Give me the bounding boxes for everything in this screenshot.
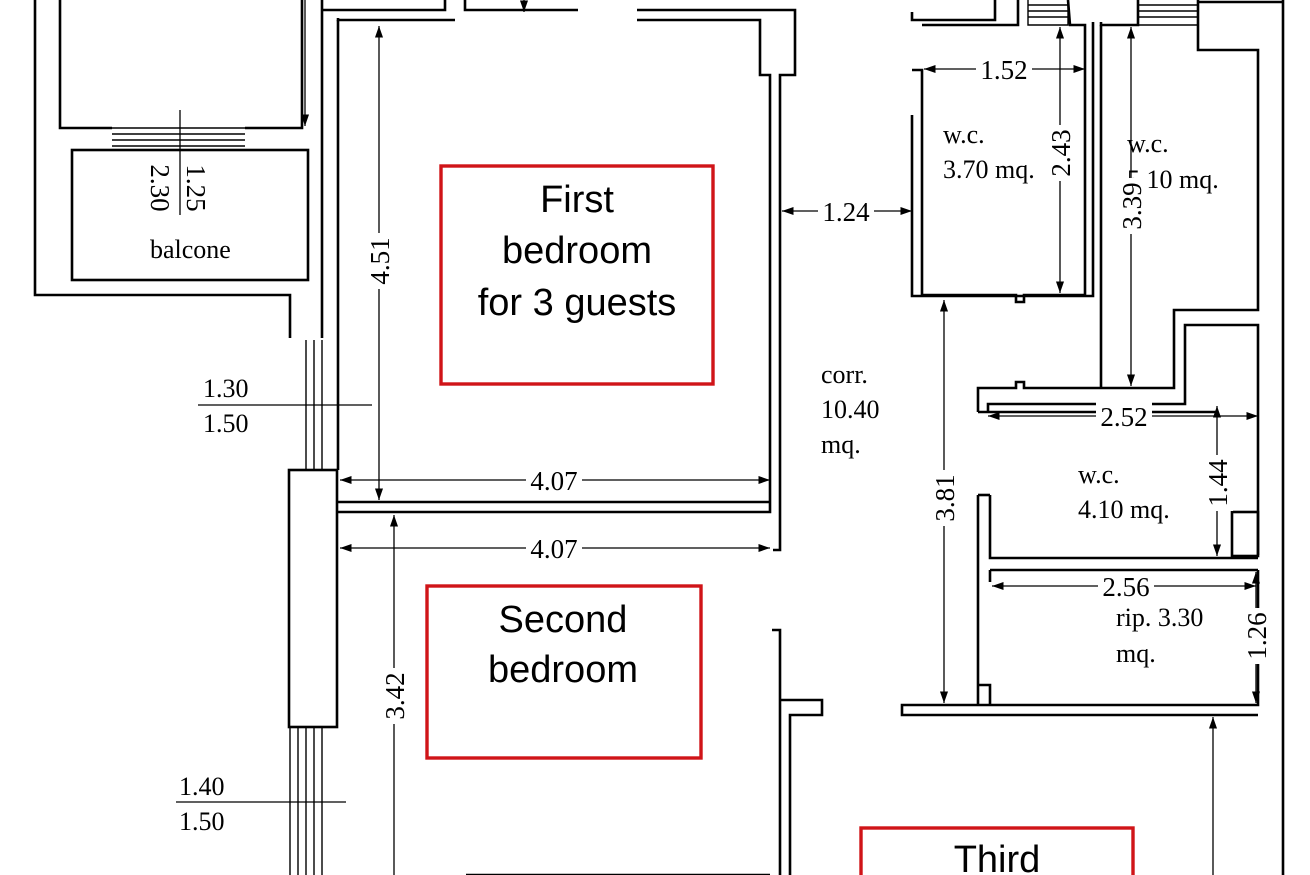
wc3-label-1: w.c. <box>1078 460 1120 489</box>
first-bedroom-line-1: First <box>540 179 614 221</box>
dim-1-26: 1.26 <box>1242 612 1272 659</box>
dim-2-43: 2.43 <box>1046 129 1076 176</box>
corridor-label-2: 10.40 <box>821 395 880 424</box>
dim-2-30-group: 2.30 <box>145 164 175 211</box>
dim-1-44-group: 1.44 <box>1203 455 1233 511</box>
dim-3-81-group: 3.81 <box>930 470 960 526</box>
second-bedroom-line-2: bedroom <box>488 649 638 691</box>
dim-1-24-group: 1.24 <box>818 197 874 227</box>
balcony-label: balcone <box>150 235 231 264</box>
dim-3-42: 3.42 <box>380 672 410 719</box>
first-bedroom-line-3: for 3 guests <box>478 282 677 324</box>
dim-4-07-b: 4.07 <box>530 534 577 564</box>
corridor-label-1: corr. <box>821 360 868 389</box>
corridor-label-3: mq. <box>821 430 861 459</box>
dim-2-30: 2.30 <box>145 164 175 211</box>
window2-height: 1.50 <box>179 807 225 836</box>
dim-3-39-group: 3.39 <box>1117 178 1147 234</box>
dim-3-42-group: 3.42 <box>380 668 410 724</box>
dim-2-52-group: 2.52 <box>1096 402 1152 432</box>
storage-label-2: mq. <box>1116 639 1156 668</box>
second-bedroom-line-1: Second <box>499 599 628 641</box>
dim-2-52: 2.52 <box>1100 402 1147 432</box>
dim-4-07-b-group: 4.07 <box>526 534 582 564</box>
third-bedroom-line-1: Third <box>954 839 1041 875</box>
dim-1-26-group: 1.26 <box>1242 608 1272 664</box>
window1-height: 1.50 <box>203 409 249 438</box>
dim-1-25: 1.25 <box>181 164 211 211</box>
wc3-label-2: 4.10 mq. <box>1078 495 1170 524</box>
window1-width: 1.30 <box>203 374 249 403</box>
dim-3-39: 3.39 <box>1117 182 1147 229</box>
wc1-label-2: 3.70 mq. <box>943 155 1035 184</box>
dim-2-56: 2.56 <box>1102 572 1149 602</box>
dim-4-07-a: 4.07 <box>530 466 577 496</box>
wc2-label-1: w.c. <box>1127 129 1169 158</box>
first-bedroom-line-2: bedroom <box>502 230 652 272</box>
first-bedroom-box <box>439 164 715 386</box>
dim-1-52-group: 1.52 <box>976 55 1032 85</box>
storage-label-1: rip. 3.30 <box>1116 603 1203 632</box>
balcony-outline <box>70 148 310 282</box>
dim-4-51: 4.51 <box>365 237 395 284</box>
dim-4-07-a-group: 4.07 <box>526 466 582 496</box>
dim-2-56-group: 2.56 <box>1098 572 1154 602</box>
third-bedroom-box <box>859 826 1135 875</box>
dim-3-81: 3.81 <box>930 474 960 521</box>
dim-1-24: 1.24 <box>822 197 870 227</box>
dim-1-52: 1.52 <box>980 55 1027 85</box>
dim-1-25-group: 1.25 <box>181 164 211 211</box>
dim-4-51-group: 4.51 <box>365 233 395 289</box>
dim-1-44: 1.44 <box>1203 459 1233 507</box>
dim-2-43-group: 2.43 <box>1046 125 1076 181</box>
second-bedroom-box <box>425 584 703 760</box>
window2-width: 1.40 <box>179 772 225 801</box>
wc1-label-1: w.c. <box>943 120 985 149</box>
